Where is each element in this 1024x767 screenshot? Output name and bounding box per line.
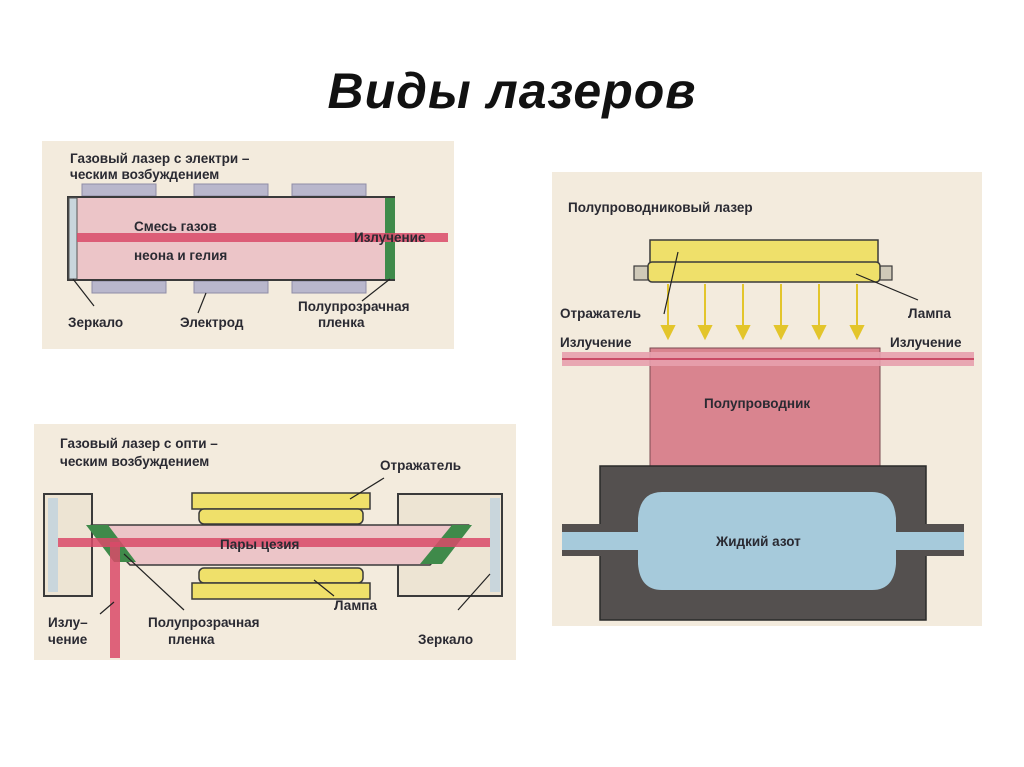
lamp-end-left [633, 265, 649, 281]
d2-emission-line1: Излу– [48, 615, 88, 630]
gas-laser-electric-diagram: Газовый лазер с электри – ческим возбужд… [42, 141, 454, 349]
d1-emission: Излучение [354, 230, 426, 245]
d1-gas-line1: Смесь газов [134, 219, 217, 234]
slide-title: Виды лазеров [327, 63, 697, 119]
pump-arrows [660, 284, 865, 341]
laser-beam-vertical [110, 542, 120, 658]
d1-title-line2: ческим возбуждением [70, 167, 219, 182]
d2-mirror: Зеркало [418, 632, 473, 647]
lamp [647, 261, 881, 283]
d3-reflector: Отражатель [560, 306, 641, 321]
electrode-top-3 [291, 183, 367, 197]
lamp-top [198, 508, 364, 525]
electrode-bottom-3 [291, 280, 367, 294]
reflector-bottom [191, 582, 371, 600]
d3-semiconductor: Полупроводник [704, 396, 810, 411]
d3-emission-left: Излучение [560, 335, 632, 350]
d2-emission-line2: чение [48, 632, 88, 647]
d2-vapor: Пары цезия [220, 537, 299, 552]
d2-film-line2: пленка [168, 632, 215, 647]
d1-film-line1: Полупрозрачная [298, 299, 410, 314]
leader-film [123, 553, 185, 611]
mirror-left-plate [48, 498, 58, 592]
leader-reflector [349, 477, 385, 500]
leader-lamp [313, 579, 335, 597]
d3-title: Полупроводниковый лазер [568, 200, 753, 215]
mirror-right [490, 498, 500, 592]
d3-nitrogen: Жидкий азот [715, 534, 801, 549]
d1-electrode: Электрод [180, 315, 244, 330]
leader-lamp [855, 273, 919, 301]
gas-laser-optical-diagram: Газовый лазер с опти – ческим возбуждени… [34, 424, 516, 660]
d2-reflector: Отражатель [380, 458, 461, 473]
laser-beam [77, 233, 448, 242]
liquid-nitrogen [638, 492, 896, 590]
d1-gas-line2: неона и гелия [134, 248, 227, 263]
leader-film [361, 278, 391, 302]
leader-mirror [72, 278, 95, 307]
electrode-top-1 [81, 183, 157, 197]
reflector-top [191, 492, 371, 510]
d3-lamp: Лампа [908, 306, 951, 321]
semiconductor-laser-diagram: Полупроводниковый лазер Отражатель Лампа… [552, 172, 982, 626]
electrode-top-2 [193, 183, 269, 197]
electrode-bottom-2 [193, 280, 269, 294]
d1-mirror: Зеркало [68, 315, 123, 330]
d2-title-line2: ческим возбуждением [60, 454, 209, 469]
leader-emission [99, 601, 115, 615]
d1-film-line2: пленка [318, 315, 365, 330]
d1-title-line1: Газовый лазер с электри – [70, 151, 250, 166]
semiconductor-crystal [649, 347, 881, 467]
electrode-bottom-1 [91, 280, 167, 294]
d2-lamp: Лампа [334, 598, 377, 613]
d2-title-line1: Газовый лазер с опти – [60, 436, 218, 451]
lamp-bottom [198, 567, 364, 584]
mirror-left [68, 197, 78, 280]
leader-reflector [663, 251, 679, 315]
reflector [649, 239, 879, 265]
leader-mirror [457, 573, 491, 611]
d3-emission-right: Излучение [890, 335, 962, 350]
laser-beam-horizontal [58, 538, 490, 547]
d2-film-line1: Полупрозрачная [148, 615, 260, 630]
leader-electrode [197, 292, 207, 314]
